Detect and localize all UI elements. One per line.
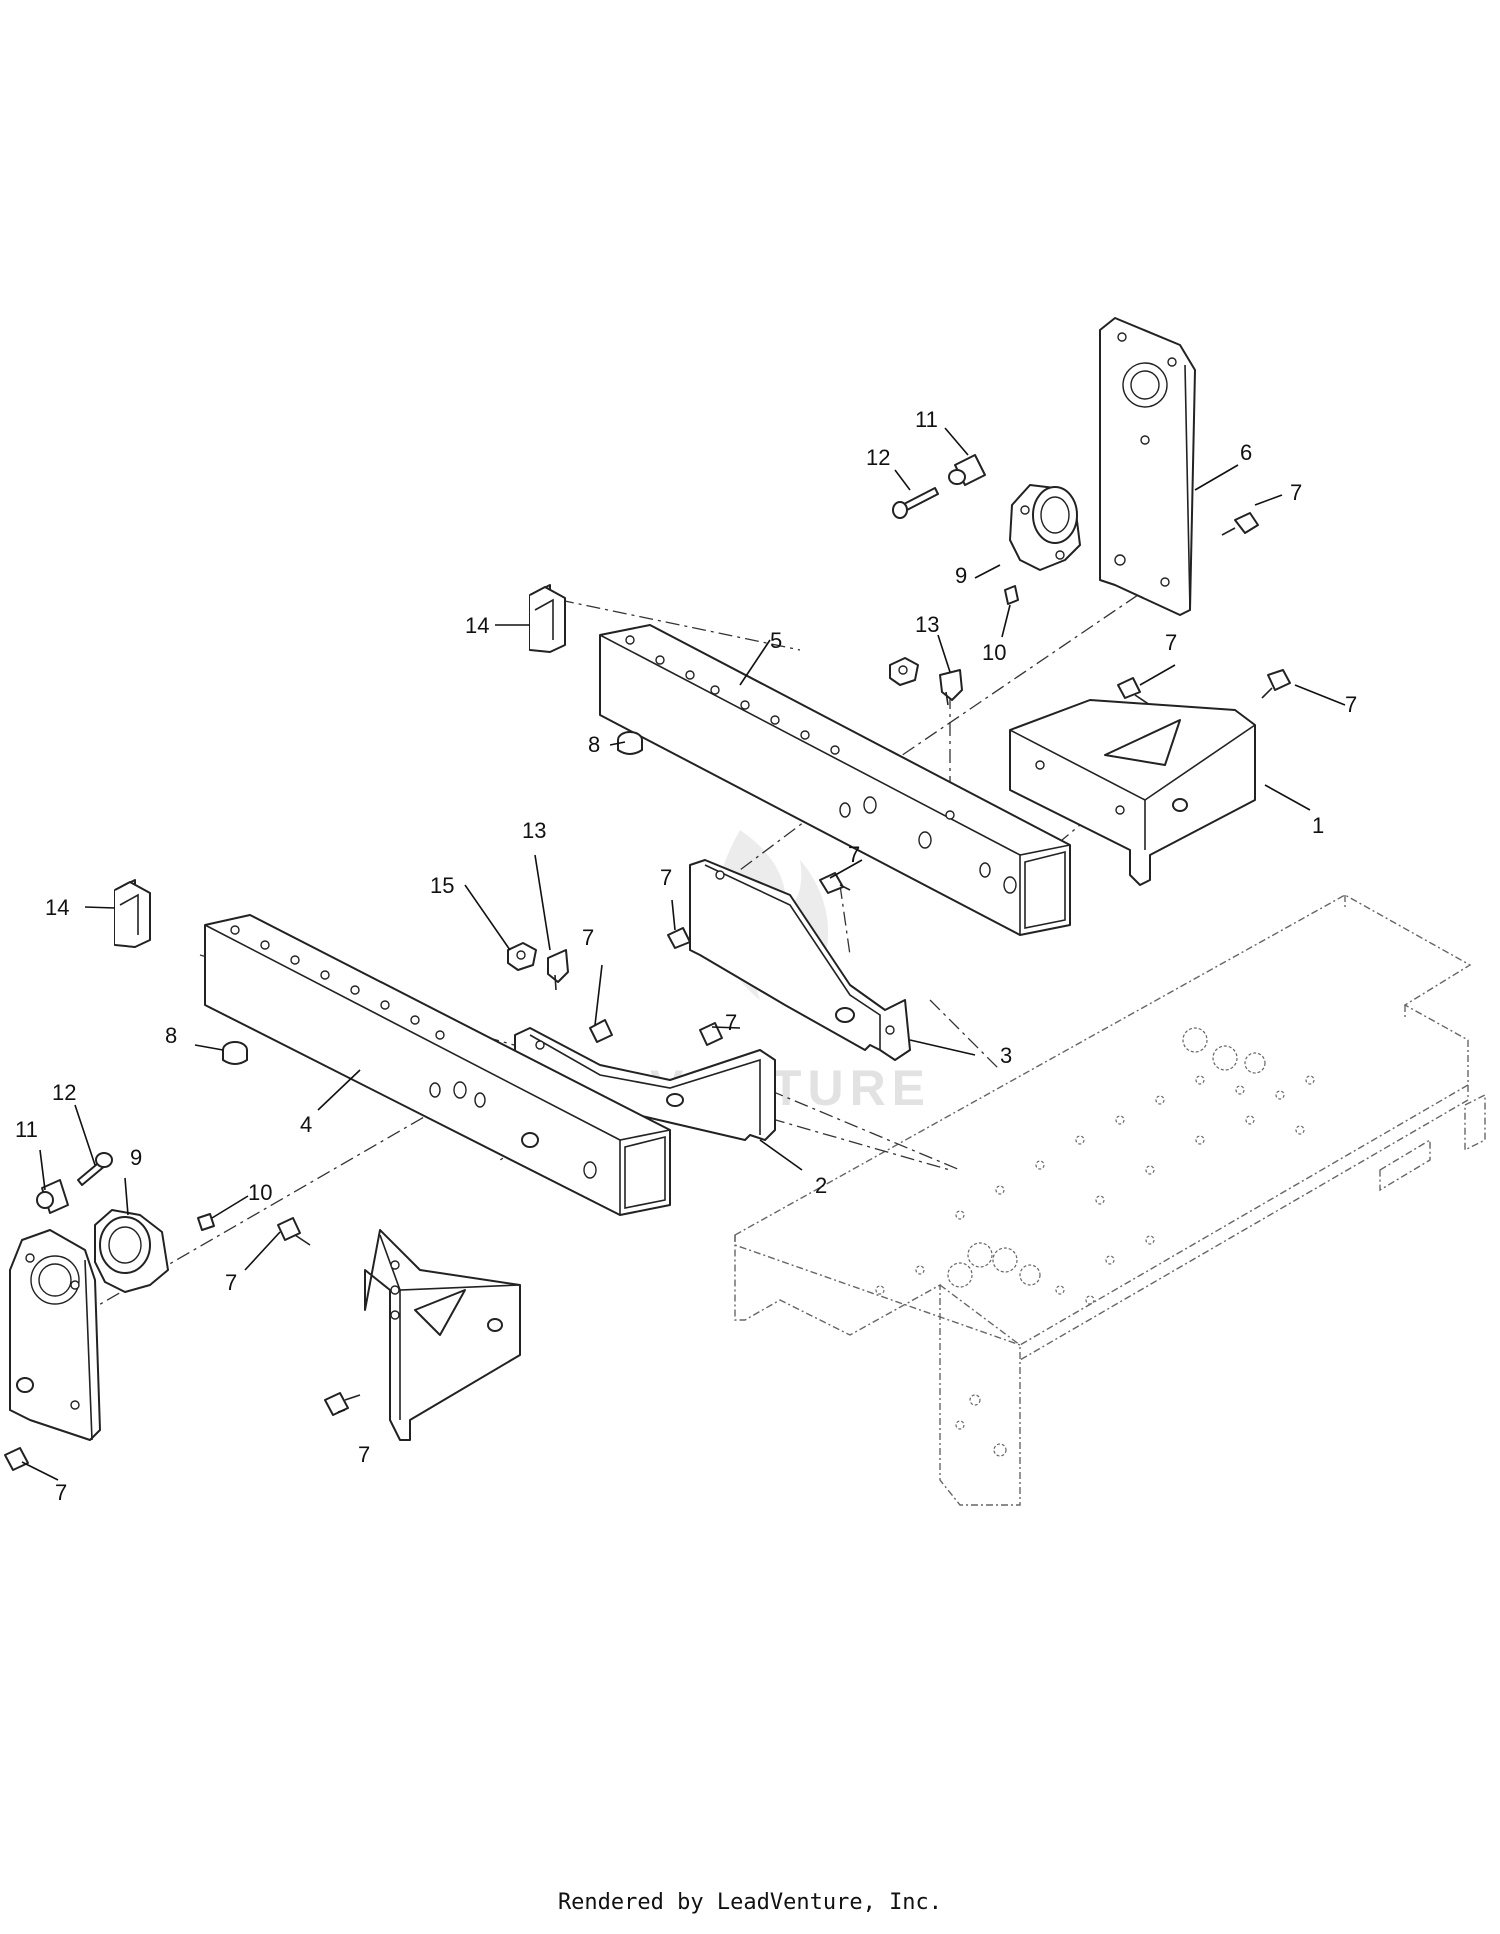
part-13-clip-upper bbox=[939, 669, 963, 706]
part-11-spacer-upper bbox=[948, 454, 986, 486]
part-14-end-cap-lower bbox=[114, 879, 151, 948]
chassis-frame-ghost bbox=[734, 894, 1486, 1506]
part-15-retainer-lower bbox=[507, 942, 537, 971]
part-5-square-tube-upper bbox=[599, 624, 1071, 936]
part-9-flange-bearing-upper bbox=[1009, 484, 1081, 571]
part-12-bolt-upper bbox=[892, 487, 939, 519]
callout-9-lower: 9 bbox=[130, 1145, 142, 1170]
part-9-flange-bearing-lower bbox=[94, 1209, 169, 1293]
part-7-bolt-upper-a bbox=[1221, 512, 1259, 536]
part-7-bolt-middle-b bbox=[667, 927, 691, 949]
callout-7-upper-c: 7 bbox=[1345, 692, 1357, 717]
callout-7-upper-b: 7 bbox=[1165, 630, 1177, 655]
callout-1: 1 bbox=[1312, 813, 1324, 838]
callout-11-upper: 11 bbox=[915, 407, 938, 432]
callout-7-middle-b: 7 bbox=[660, 865, 672, 890]
part-13-clip-lower bbox=[547, 949, 569, 991]
callout-12-upper: 12 bbox=[866, 445, 890, 470]
callout-8-upper: 8 bbox=[588, 732, 600, 757]
leader-lines bbox=[21, 427, 1346, 1481]
callout-11-lower: 11 bbox=[15, 1117, 38, 1142]
part-7-bolt-upper-c bbox=[1261, 669, 1291, 699]
callout-7-lower-c: 7 bbox=[55, 1480, 67, 1505]
part-4-square-tube-lower bbox=[204, 914, 671, 1216]
part-7-bolt-lower-c bbox=[4, 1447, 29, 1471]
callout-9-upper: 9 bbox=[955, 563, 967, 588]
callout-7-lower-b: 7 bbox=[358, 1442, 370, 1467]
callout-14-lower: 14 bbox=[45, 895, 69, 920]
part-3-cross-bracket-upper bbox=[689, 859, 911, 1061]
callout-7-lower-a: 7 bbox=[225, 1270, 237, 1295]
part-2-cross-bracket-lower bbox=[514, 1027, 776, 1141]
part-14-end-cap-upper bbox=[529, 584, 566, 653]
part-15-retainer-upper bbox=[889, 657, 919, 686]
footer-credit: Rendered by LeadVenture, Inc. bbox=[557, 1890, 943, 1915]
callout-15: 15 bbox=[430, 873, 454, 898]
part-7-bolt-middle-c bbox=[589, 1019, 613, 1043]
callout-3: 3 bbox=[1000, 1043, 1012, 1068]
part-10-grease-fitting-lower bbox=[197, 1213, 215, 1231]
part-7-bolt-middle-a bbox=[819, 872, 851, 894]
callout-13-upper: 13 bbox=[915, 612, 939, 637]
part-6-bearing-plate-left bbox=[9, 1229, 101, 1441]
callout-7-middle-c: 7 bbox=[582, 925, 594, 950]
callout-6-upper: 6 bbox=[1240, 440, 1252, 465]
part-8-plug-lower bbox=[222, 1041, 248, 1065]
callout-13-middle: 13 bbox=[522, 818, 546, 843]
part-1-triangle-bracket-right bbox=[1009, 699, 1256, 886]
callout-5: 5 bbox=[770, 628, 782, 653]
part-6-bearing-plate-right bbox=[1099, 317, 1196, 616]
callout-10-upper: 10 bbox=[982, 640, 1006, 665]
callout-7-middle-a: 7 bbox=[848, 842, 860, 867]
callout-7-middle-d: 7 bbox=[725, 1010, 737, 1035]
part-12-bolt-lower bbox=[77, 1152, 113, 1186]
callouts: 11 12 6 7 9 10 14 13 5 7 7 8 1 13 15 7 7… bbox=[15, 407, 1357, 1505]
part-7-bolt-lower-b bbox=[324, 1392, 361, 1416]
callout-8-lower: 8 bbox=[165, 1023, 177, 1048]
callout-4: 4 bbox=[300, 1112, 312, 1137]
part-10-grease-fitting-upper bbox=[1004, 585, 1019, 605]
callout-10-lower: 10 bbox=[248, 1180, 272, 1205]
part-8-plug-upper bbox=[617, 731, 643, 755]
part-11-spacer-lower bbox=[36, 1179, 69, 1214]
callout-7-upper-a: 7 bbox=[1290, 480, 1302, 505]
part-1-triangle-bracket-left bbox=[364, 1229, 521, 1441]
part-7-bolt-lower-a bbox=[277, 1217, 311, 1246]
callout-2: 2 bbox=[815, 1173, 827, 1198]
part-7-bolt-middle-d bbox=[699, 1022, 723, 1046]
callout-14-upper: 14 bbox=[465, 613, 489, 638]
callout-12-lower: 12 bbox=[52, 1080, 76, 1105]
